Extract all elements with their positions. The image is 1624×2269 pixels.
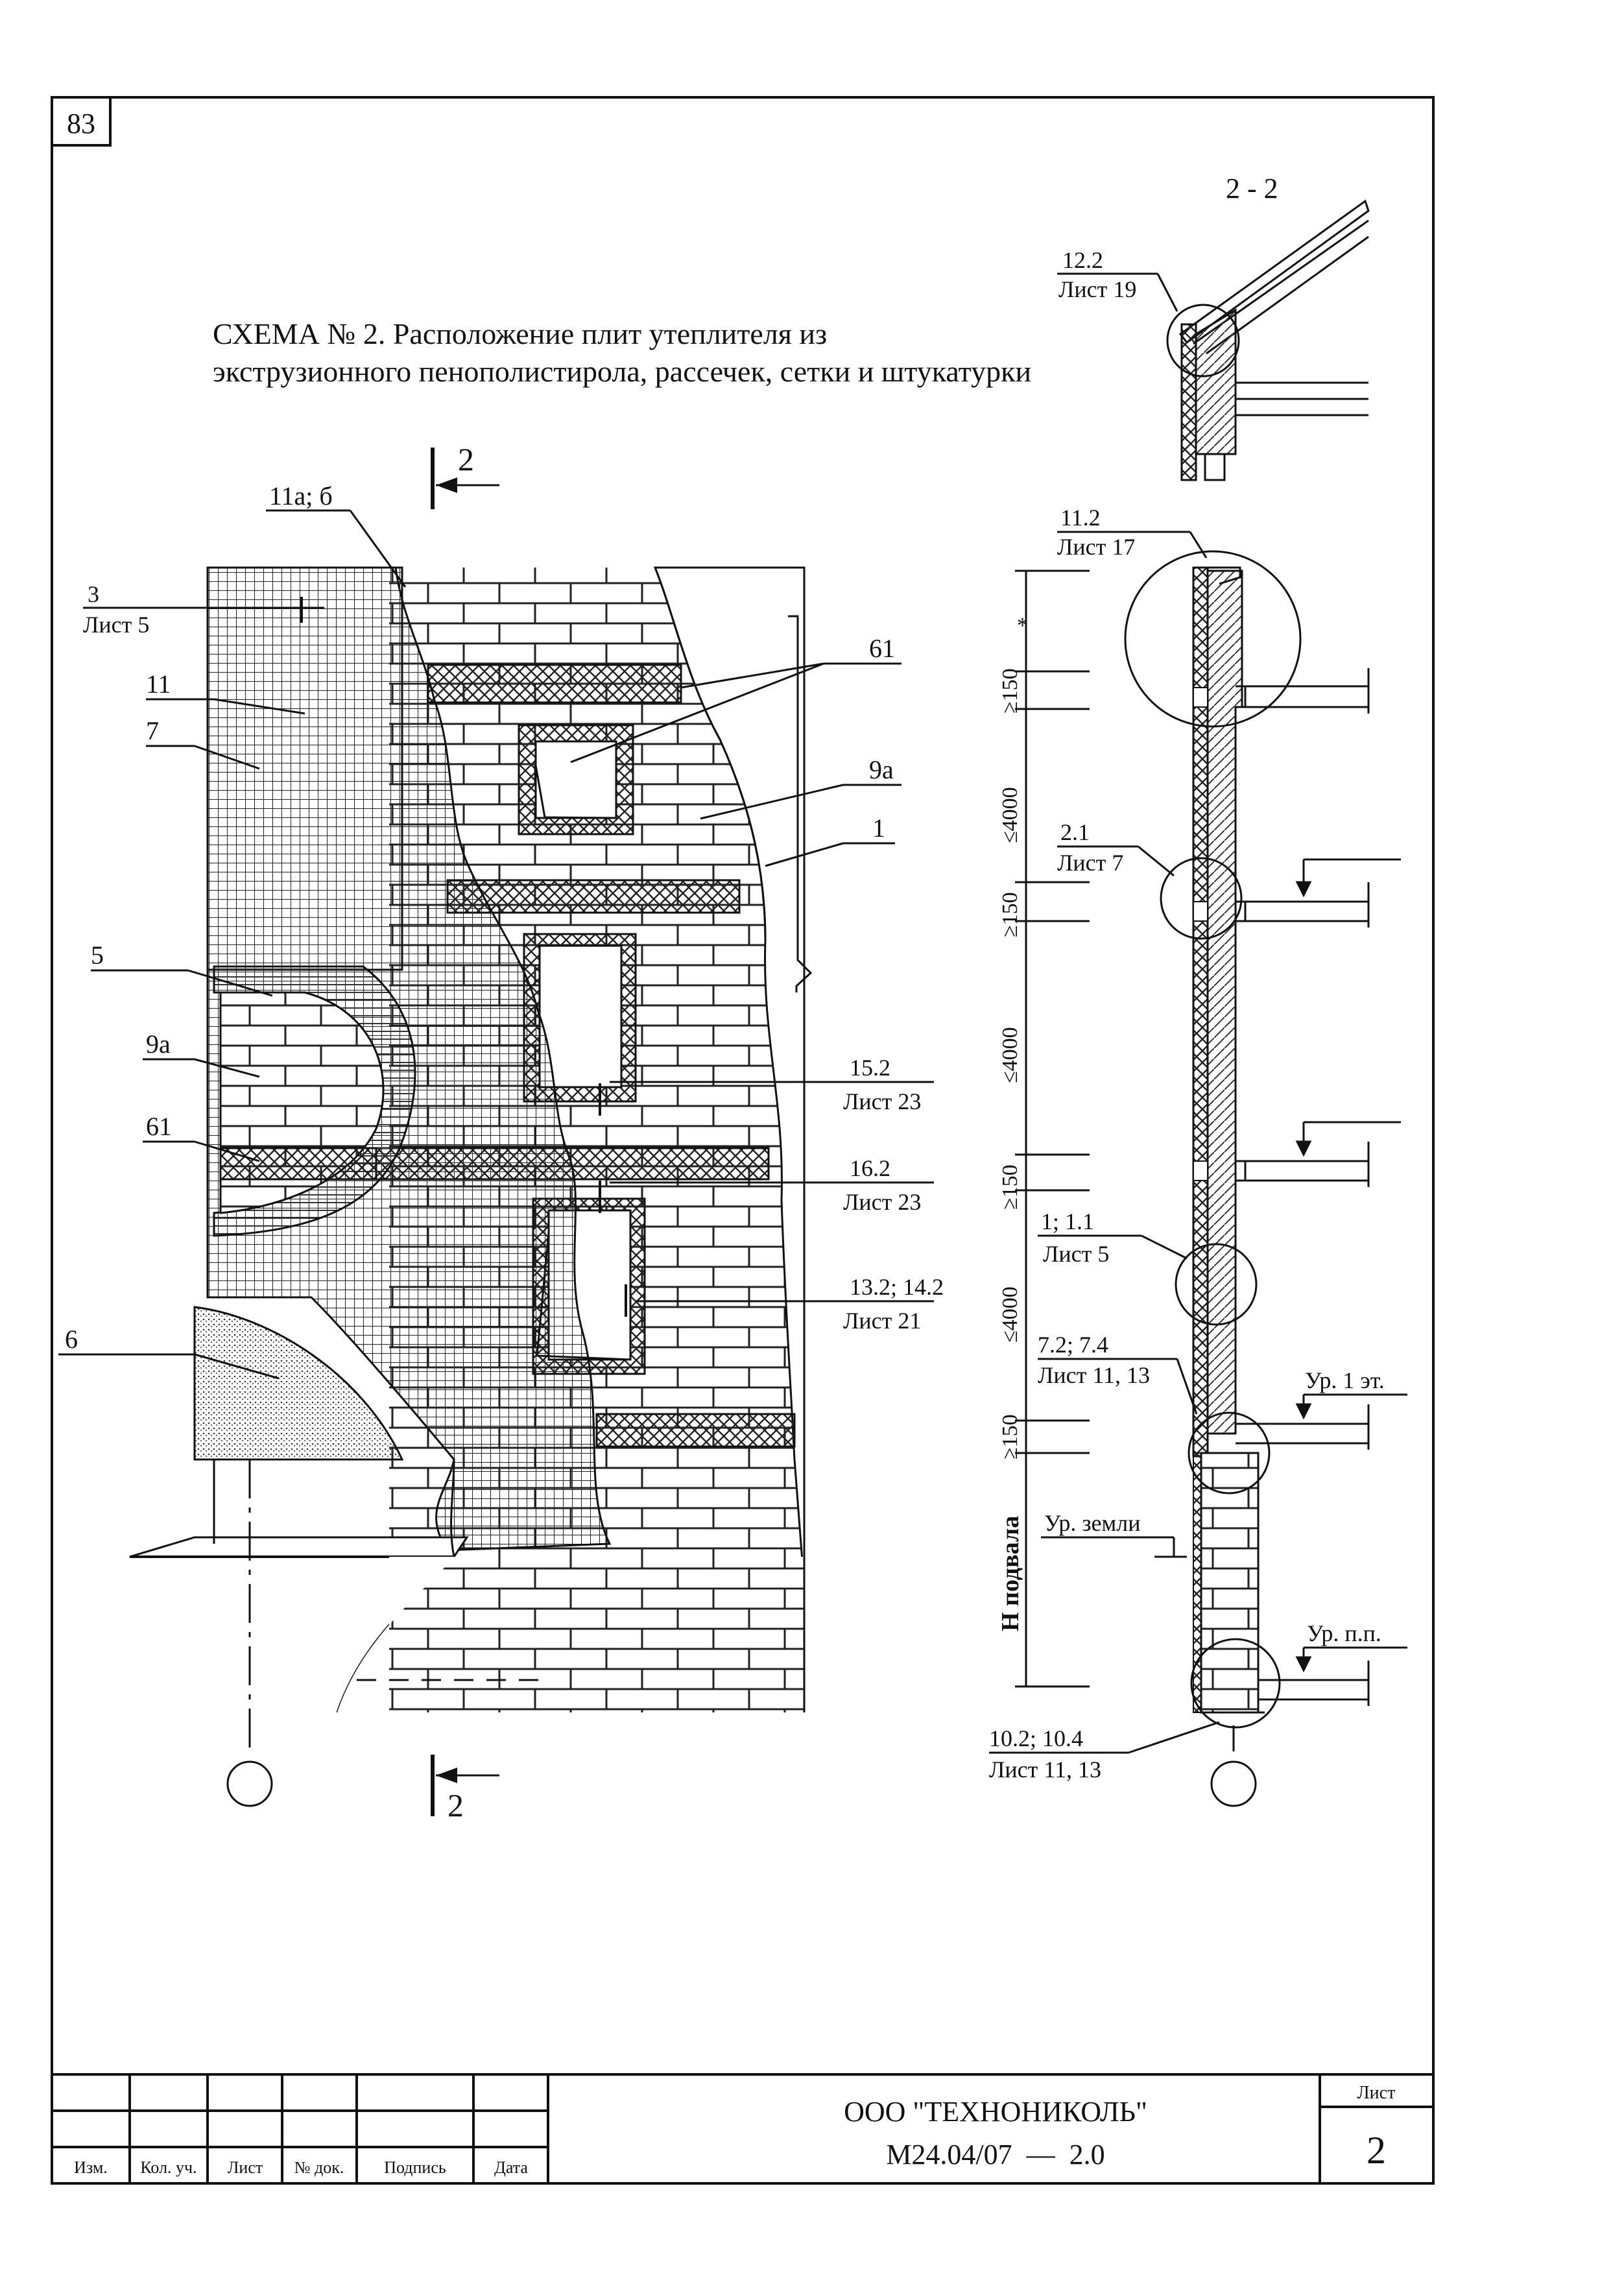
axis-marker [1210,1760,1257,1807]
callout-6: 6 [65,1325,78,1354]
section-callout-leaders [989,531,1220,1754]
tb-col-kol: Кол. уч. [140,2158,197,2177]
dim-150: ≥150 [998,1164,1022,1210]
callout-15-2-ref: Лист 23 [843,1088,921,1114]
callout-13-2: 13.2; 14.2 [850,1274,944,1300]
callout-3: 3 [88,581,99,607]
callout-7-2-ref: Лист 11, 13 [1038,1362,1150,1388]
dim-star: * [1017,614,1028,638]
section-mark-top: 2 [458,441,474,477]
dimension-chain [1015,570,1090,1688]
firebreak-strip [446,879,741,914]
callout-5: 5 [91,941,104,970]
callout-9a-top: 9а [869,755,894,784]
callout-10-2-ref: Лист 11, 13 [989,1757,1101,1783]
title-block [52,2073,1433,2183]
dim-4000: ≤4000 [998,787,1022,843]
callout-12-2-ref: Лист 19 [1058,276,1136,302]
tb-sheet-value: 2 [1367,2129,1386,2172]
callout-7-2: 7.2; 7.4 [1038,1332,1108,1358]
tb-doc-code: М24.04/07 — 2.0 [886,2139,1105,2170]
firebreak-strip [427,664,682,704]
dim-150: ≥150 [998,1414,1022,1459]
section-title: 2 - 2 [1226,173,1278,204]
section-cut-bottom: 2 [431,1755,499,1823]
title-line1: СХЕМА № 2. Расположение плит утеплителя … [213,317,827,350]
callout-61: 61 [146,1112,172,1141]
dim-150: ≥150 [998,892,1022,937]
eave-detail [1057,199,1370,481]
callout-11-2-ref: Лист 17 [1057,534,1135,560]
dim-4000: ≤4000 [998,1286,1022,1343]
callout-11: 11 [146,669,171,699]
corner-sheet-number: 83 [67,108,95,139]
callout-11-2: 11.2 [1060,505,1101,531]
callout-1-1: 1; 1.1 [1041,1208,1094,1234]
callout-10-2: 10.2; 10.4 [989,1725,1083,1751]
wall-section [1124,550,1370,1807]
callout-16-2-ref: Лист 23 [843,1189,921,1215]
dim-basement-height: Н подвала [997,1516,1024,1631]
tb-col-sign: Подпись [384,2158,446,2177]
tb-col-list: Лист [228,2158,263,2177]
callout-2-1-ref: Лист 7 [1057,850,1123,876]
callout-3-ref: Лист 5 [83,612,149,638]
section-cut-top: 2 [431,441,499,509]
axis-marker [226,1760,273,1807]
callout-9a: 9а [146,1029,171,1059]
callout-1: 1 [872,813,885,843]
callout-16-2: 16.2 [850,1155,890,1181]
plaster-finish [193,1306,404,1461]
dim-150: ≥150 [998,668,1022,714]
tb-col-date: Дата [494,2158,528,2177]
callout-7: 7 [146,716,159,745]
level-basement: Ур. п.п. [1307,1620,1381,1646]
section-mark-bottom: 2 [448,1787,464,1823]
callout-11a: 11а; б [269,481,333,510]
mesh-corner-block [206,566,403,971]
level-floor1: Ур. 1 эт. [1305,1367,1385,1393]
tb-company: ООО "ТЕХНОНИКОЛЬ" [844,2096,1147,2128]
callout-13-2-ref: Лист 21 [843,1308,921,1334]
tb-sheet-label: Лист [1357,2083,1396,2103]
tb-col-izm: Изм. [74,2158,108,2177]
firebreak-strip [595,1413,796,1448]
masonry-wall [1206,570,1243,1435]
corner-sheet-box [51,96,112,147]
tb-col-doc: № док. [294,2158,344,2177]
callout-61-top: 61 [869,634,895,663]
level-marks [1041,858,1407,1673]
callout-12-2: 12.2 [1062,247,1103,273]
callout-1-1-ref: Лист 5 [1043,1241,1109,1267]
sheet-frame [51,96,1435,2185]
callout-2-1: 2.1 [1060,819,1090,845]
callout-15-2: 15.2 [850,1055,890,1081]
level-ground: Ур. земли [1044,1510,1141,1536]
basement-wall [1200,1452,1260,1714]
dim-4000: ≤4000 [998,1027,1022,1083]
facade-callouts [58,509,934,1380]
facade-drawing [129,566,813,1807]
title-line2: экструзионного пенополистирола, рассечек… [213,355,1031,388]
